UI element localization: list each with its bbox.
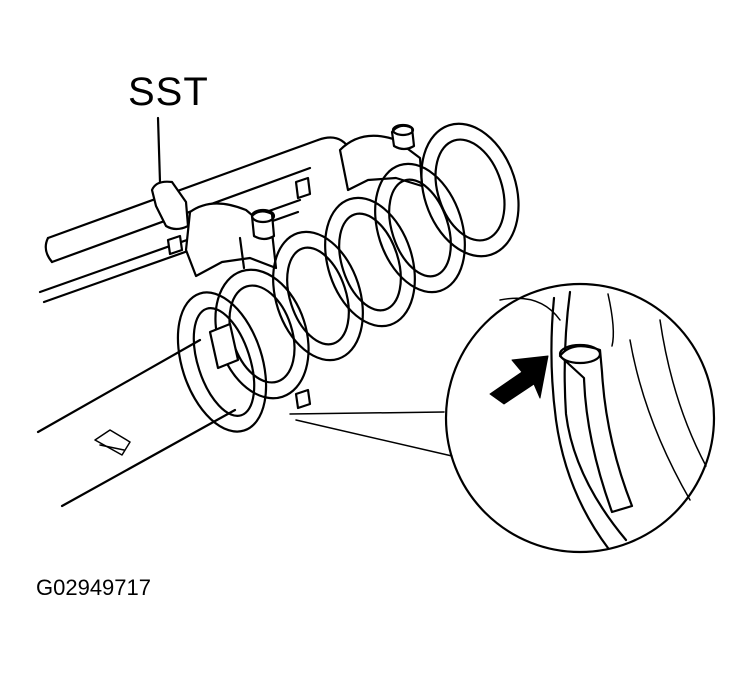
upper-clamp: [338, 123, 424, 192]
sst-tool: [38, 116, 354, 304]
arrow-icon: [489, 355, 549, 405]
coil-spring: [176, 122, 520, 433]
magnify-leader-lines: [289, 411, 453, 457]
tool-label: SST: [128, 70, 209, 114]
strut-body: [36, 338, 237, 508]
lower-clamp: [184, 202, 278, 278]
figure-code: G02949717: [36, 575, 151, 600]
detail-magnifier: [444, 282, 716, 554]
